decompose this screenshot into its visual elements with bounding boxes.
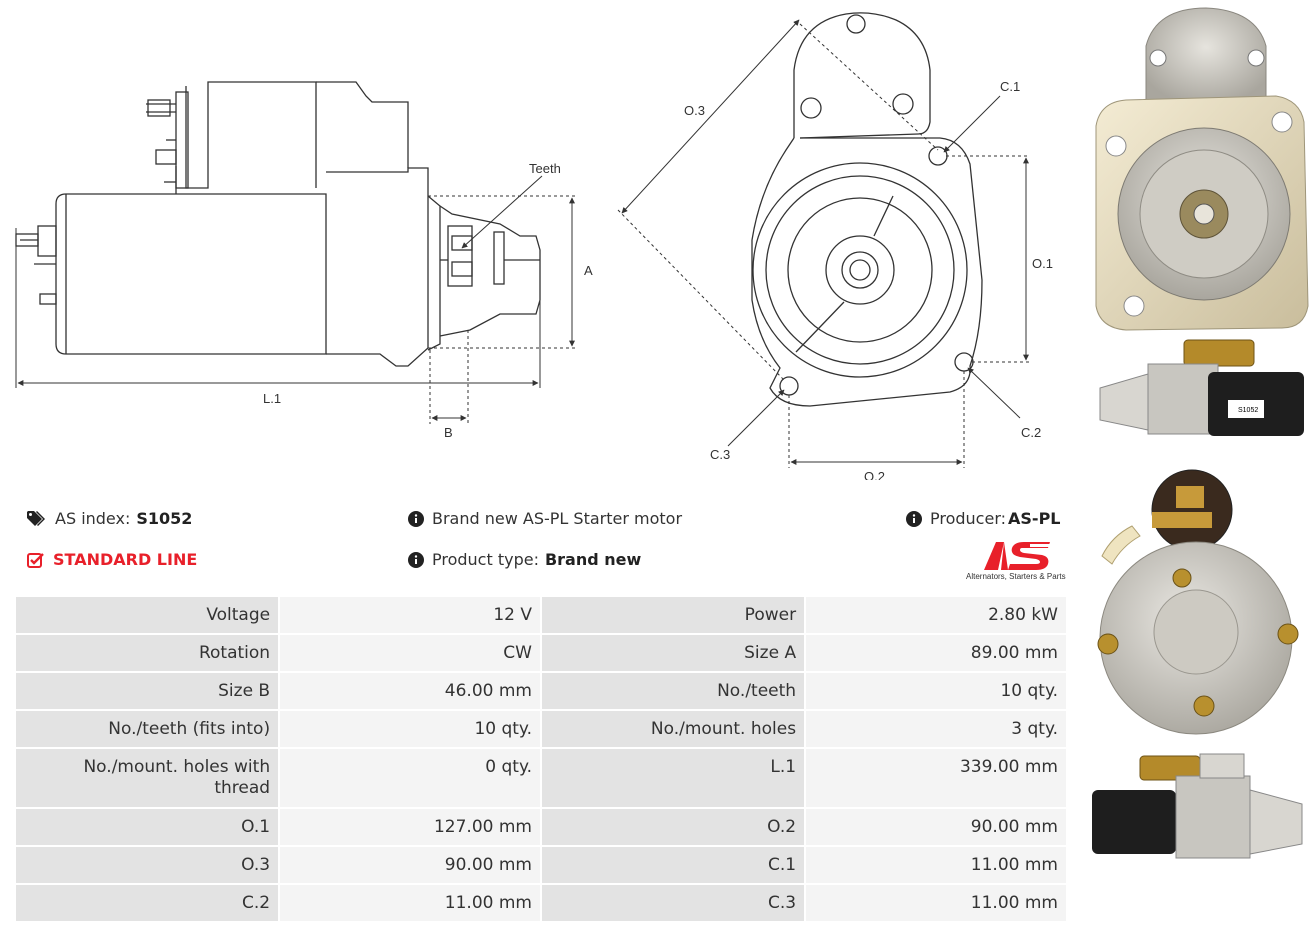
product-type-value: Brand new — [544, 550, 642, 569]
photo-label: S1052 — [1238, 407, 1258, 414]
side-view-dimensions — [15, 175, 576, 424]
info-circle-icon — [408, 551, 424, 568]
front-view-drawing — [751, 12, 983, 407]
spec-key-cell: No./teeth — [541, 673, 805, 709]
spec-key-cell: O.1 — [16, 809, 279, 845]
producer: Producer: AS-PL — [906, 509, 1060, 528]
as-index-value: S1052 — [136, 509, 193, 528]
technical-drawing-area: Teeth A B L.1 — [0, 0, 1080, 480]
as-index-label: AS index: — [55, 509, 131, 528]
as-logo-mark — [984, 542, 1052, 570]
producer-label: Producer: — [930, 509, 1007, 528]
product-type: Product type: Brand new — [408, 550, 641, 569]
spec-key-cell: No./mount. holes with thread — [16, 749, 279, 807]
dimension-o2-label: O.2 — [864, 469, 885, 480]
spec-key-cell: No./mount. holes — [541, 711, 805, 747]
dimension-c1-label: C.1 — [1000, 79, 1020, 94]
spec-key-cell: Voltage — [16, 597, 279, 633]
product-photo-side-alt[interactable] — [1090, 750, 1308, 870]
spec-row: No./teeth (fits into)10 qty.No./mount. h… — [16, 711, 1066, 747]
check-square-icon — [27, 552, 45, 568]
as-pl-logo: Alternators, Starters & Parts — [962, 540, 1072, 586]
dimension-o1-label: O.1 — [1032, 256, 1053, 271]
standard-line-badge[interactable]: STANDARD LINE — [27, 550, 197, 569]
spec-key-cell: Size A — [541, 635, 805, 671]
spec-value-cell: CW — [280, 635, 540, 671]
spec-value-cell: 127.00 mm — [280, 809, 540, 845]
spec-value-cell: 90.00 mm — [806, 809, 1066, 845]
info-circle-icon — [408, 510, 424, 527]
spec-key-cell: Size B — [16, 673, 279, 709]
dimension-c2-label: C.2 — [1021, 425, 1041, 440]
dimension-b-label: B — [444, 425, 453, 440]
product-description-text: Brand new AS-PL Starter motor — [432, 509, 683, 528]
info-circle-icon — [906, 510, 922, 527]
product-photo-front[interactable] — [1086, 6, 1314, 334]
spec-value-cell: 90.00 mm — [280, 847, 540, 883]
teeth-label: Teeth — [529, 161, 561, 176]
front-view-dimensions — [617, 19, 1030, 468]
spec-key-cell: C.3 — [541, 885, 805, 921]
spec-value-cell: 2.80 kW — [806, 597, 1066, 633]
spec-key-cell: O.3 — [16, 847, 279, 883]
spec-value-cell: 0 qty. — [280, 749, 540, 807]
spec-value-cell: 11.00 mm — [806, 885, 1066, 921]
spec-value-cell: 10 qty. — [280, 711, 540, 747]
dimension-drawings: Teeth A B L.1 — [15, 12, 1053, 480]
spec-key-cell: Power — [541, 597, 805, 633]
product-photo-side[interactable]: S1052 — [1088, 334, 1308, 456]
spec-key-cell: L.1 — [541, 749, 805, 807]
standard-line-text: STANDARD LINE — [53, 550, 198, 569]
spec-value-cell: 339.00 mm — [806, 749, 1066, 807]
dimension-l1-label: L.1 — [263, 391, 281, 406]
product-type-label: Product type: — [432, 550, 539, 569]
as-index: AS index: S1052 — [27, 509, 192, 528]
spec-key-cell: O.2 — [541, 809, 805, 845]
spec-key-cell: C.1 — [541, 847, 805, 883]
spec-value-cell: 11.00 mm — [280, 885, 540, 921]
spec-key-cell: No./teeth (fits into) — [16, 711, 279, 747]
spec-key-cell: C.2 — [16, 885, 279, 921]
producer-value: AS-PL — [1008, 509, 1061, 528]
dimension-c3-label: C.3 — [710, 447, 730, 462]
spec-value-cell: 12 V — [280, 597, 540, 633]
spec-key-cell: Rotation — [16, 635, 279, 671]
spec-value-cell: 89.00 mm — [806, 635, 1066, 671]
spec-value-cell: 3 qty. — [806, 711, 1066, 747]
spec-value-cell: 46.00 mm — [280, 673, 540, 709]
product-photo-rear[interactable] — [1092, 466, 1308, 738]
tags-icon — [27, 510, 47, 527]
logo-tagline: Alternators, Starters & Parts — [966, 572, 1066, 581]
spec-value-cell: 10 qty. — [806, 673, 1066, 709]
dimension-a-label: A — [584, 263, 593, 278]
dimension-o3-label: O.3 — [684, 103, 705, 118]
product-description: Brand new AS-PL Starter motor — [408, 509, 682, 528]
spec-value-cell: 11.00 mm — [806, 847, 1066, 883]
side-view-drawing — [15, 81, 541, 367]
